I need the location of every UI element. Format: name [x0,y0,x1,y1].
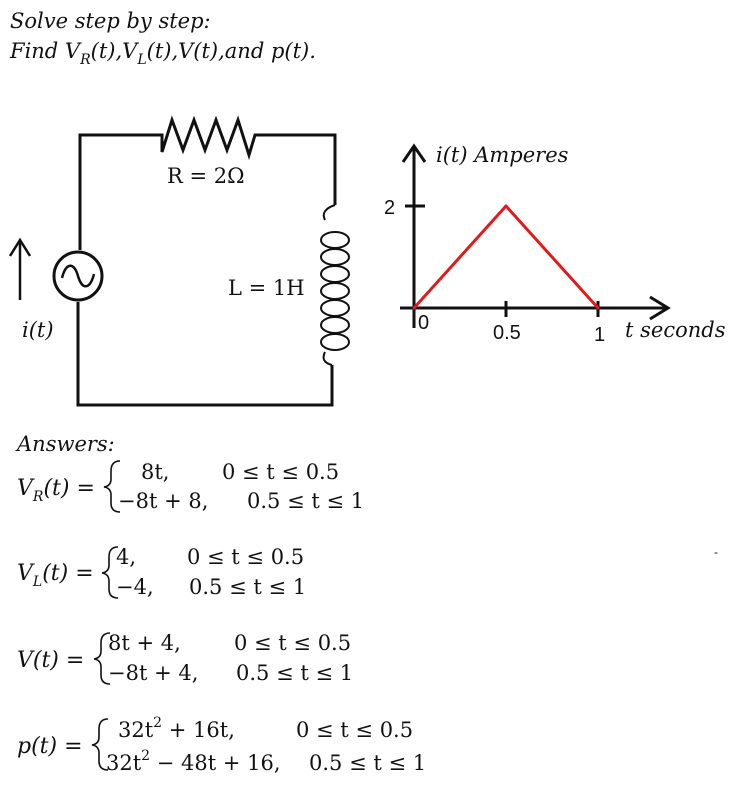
p-case1-expr: 32t2 + 16t, [118,715,235,742]
y-axis-label: i(t) Amperes [436,143,569,167]
current-arrow-head [8,237,32,257]
v-case1-cond: 0 ≤ t ≤ 0.5 [234,631,351,655]
vr-case1-expr: 8t, [141,460,169,484]
answer-vl: VL(t) = 4, 0 ≤ t ≤ 0.5 −4, 0.5 ≤ t ≤ 1 [17,545,306,599]
ac-source [52,250,104,302]
x-tick-label-1: 1 [594,324,605,346]
y-tick-label-2: 2 [384,197,395,219]
vr-brace [103,460,121,513]
inductor-coil [320,204,350,366]
current-waveform-segment-1 [412,204,508,310]
vl-case2-expr: −4, [116,575,154,599]
vr-case1-cond: 0 ≤ t ≤ 0.5 [222,460,339,484]
top-wire [78,115,337,250]
answer-v: V(t) = 8t + 4, 0 ≤ t ≤ 0.5 −8t + 4, 0.5 … [17,631,353,685]
circuit-diagram [8,115,350,407]
answer-vr: VR(t) = 8t, 0 ≤ t ≤ 0.5 −8t + 8, 0.5 ≤ t… [17,460,364,513]
vr-lhs: VR(t) = [17,476,95,505]
bottom-wire [76,302,334,407]
y-axis-arrowhead [401,143,427,163]
v-case2-cond: 0.5 ≤ t ≤ 1 [236,661,353,685]
answer-p: p(t) = 32t2 + 16t, 0 ≤ t ≤ 0.5 32t2 − 48… [17,715,426,775]
current-waveform-segment-2 [504,204,600,310]
answers-section: Answers: VR(t) = 8t, 0 ≤ t ≤ 0.5 −8t + 8… [15,432,426,775]
vl-case2-cond: 0.5 ≤ t ≤ 1 [189,575,306,599]
source-label: i(t) [22,318,54,342]
vl-lhs: VL(t) = [17,561,94,590]
stray-mark: - [714,545,718,559]
x-axis-arrowhead [649,295,671,321]
vr-case2-cond: 0.5 ≤ t ≤ 1 [247,489,364,513]
header-line1: Solve step by step: [10,9,211,33]
v-case1-expr: 8t + 4, [108,631,181,655]
v-case2-expr: −8t + 4, [108,661,198,685]
vl-brace [101,546,119,599]
resistor-label: R = 2Ω [167,164,245,188]
problem-header: Solve step by step: Find VR(t),VL(t),V(t… [9,9,316,68]
current-graph: i(t) Amperes t seconds 2 0 0.5 1 [384,143,726,346]
p-lhs: p(t) = [17,734,83,759]
x-axis-label: t seconds [625,318,726,342]
v-brace [93,632,111,685]
inductor-label: L = 1H [228,276,305,300]
ac-sine [60,264,96,288]
v-lhs: V(t) = [17,648,84,673]
header-line2: Find VR(t),VL(t),V(t),and p(t). [9,39,316,68]
vl-case1-expr: 4, [116,545,136,569]
p-case2-cond: 0.5 ≤ t ≤ 1 [309,751,426,775]
vr-case2-expr: −8t + 8, [118,489,208,513]
p-case2-expr: 32t2 − 48t + 16, [106,748,281,775]
answers-heading: Answers: [15,432,115,456]
p-case1-cond: 0 ≤ t ≤ 0.5 [296,718,413,742]
x-tick-label-0: 0 [418,312,429,334]
x-tick-label-0.5: 0.5 [493,322,521,344]
vl-case1-cond: 0 ≤ t ≤ 0.5 [187,545,304,569]
p-brace [91,718,109,771]
